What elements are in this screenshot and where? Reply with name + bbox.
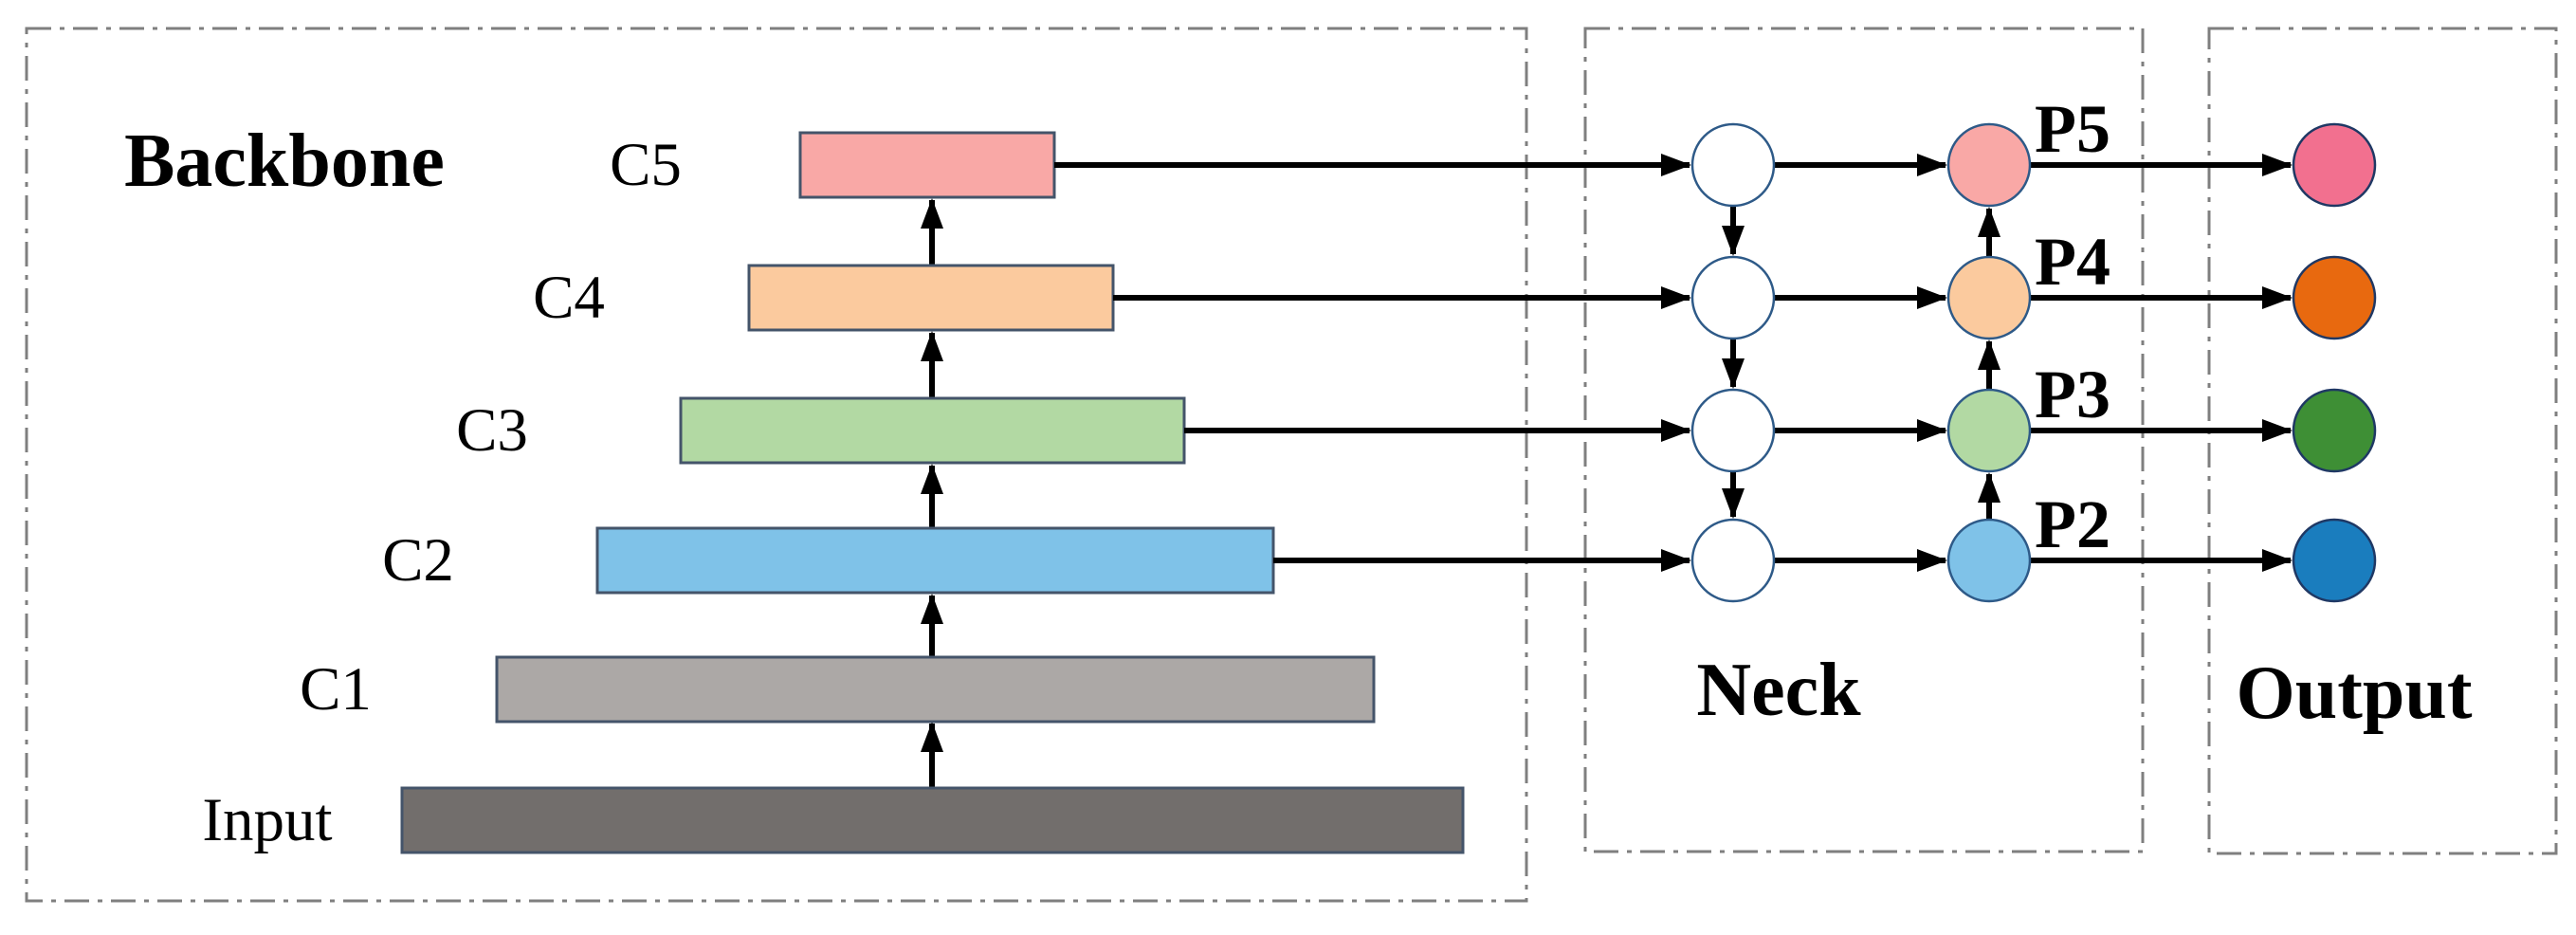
neck-title: Neck bbox=[1696, 649, 1861, 732]
output-node-p5 bbox=[2292, 122, 2377, 208]
layer-bar-c4 bbox=[747, 264, 1115, 332]
layer-label-c1: C1 bbox=[300, 655, 372, 724]
fpn-node-p5 bbox=[1946, 122, 2032, 208]
backbone-title: Backbone bbox=[124, 119, 445, 203]
layer-bar-c1 bbox=[495, 655, 1376, 724]
intermediate-node-row-p5 bbox=[1690, 122, 1776, 208]
fpn-label-p2: P2 bbox=[2035, 486, 2110, 562]
fpn-node-p4 bbox=[1946, 255, 2032, 340]
output-node-p4 bbox=[2292, 255, 2377, 340]
fpn-node-p2 bbox=[1946, 518, 2032, 603]
layer-label-c2: C2 bbox=[382, 526, 454, 595]
intermediate-node-row-p3 bbox=[1690, 388, 1776, 473]
fpn-label-p3: P3 bbox=[2035, 357, 2110, 432]
layer-label-c5: C5 bbox=[610, 131, 682, 199]
backbone-box bbox=[25, 27, 1528, 903]
layer-label-c4: C4 bbox=[533, 264, 605, 332]
layer-bar-c5 bbox=[798, 131, 1056, 199]
neck-box bbox=[1583, 27, 2145, 853]
intermediate-node-row-p2 bbox=[1690, 518, 1776, 603]
layer-label-input: Input bbox=[202, 786, 332, 854]
layer-label-c3: C3 bbox=[456, 396, 528, 465]
fpn-label-p4: P4 bbox=[2035, 224, 2110, 300]
output-node-p2 bbox=[2292, 518, 2377, 603]
output-box bbox=[2207, 27, 2558, 855]
layer-bar-c3 bbox=[679, 396, 1186, 465]
fpn-label-p5: P5 bbox=[2035, 91, 2110, 167]
layer-bar-c2 bbox=[595, 526, 1275, 595]
output-node-p3 bbox=[2292, 388, 2377, 473]
output-title: Output bbox=[2237, 651, 2473, 735]
intermediate-node-row-p4 bbox=[1690, 255, 1776, 340]
layer-bar-input bbox=[400, 786, 1465, 854]
fpn-node-p3 bbox=[1946, 388, 2032, 473]
